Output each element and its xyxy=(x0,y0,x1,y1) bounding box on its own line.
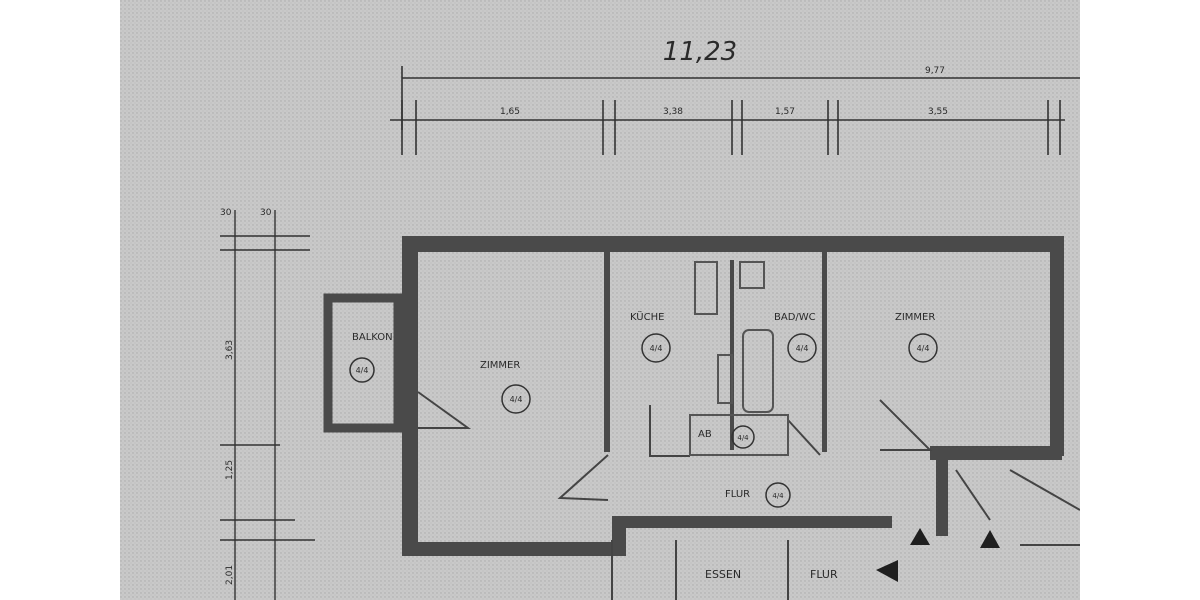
room-label-bad-wc: BAD/WC xyxy=(774,312,816,323)
overall-dimension-label: 11,23 xyxy=(663,37,737,67)
tag-zimmer-right: 4/4 xyxy=(917,344,930,353)
tag-balkon: 4/4 xyxy=(356,366,369,375)
floor-plan-drawing: 11,23 9,77 1,65 3,38 1,57 3,55 xyxy=(120,0,1080,600)
room-label-flur: FLUR xyxy=(725,489,750,500)
tag-flur: 4/4 xyxy=(772,492,784,500)
tag-kueche: 4/4 xyxy=(650,344,663,353)
left-dimension-lines xyxy=(220,210,315,600)
room-label-essen: ESSEN xyxy=(705,568,741,581)
tag-bad-wc: 4/4 xyxy=(796,344,809,353)
left-dim-3: 2,01 xyxy=(225,565,235,585)
walls xyxy=(402,236,1064,556)
entry-arrows xyxy=(876,528,1000,582)
total-width-label: 9,77 xyxy=(925,66,945,76)
left-small-b: 30 xyxy=(260,208,272,218)
room-label-zimmer-left: ZIMMER xyxy=(480,360,520,371)
tag-zimmer-left: 4/4 xyxy=(510,395,523,404)
segment-dimension-line xyxy=(390,100,1065,155)
lower-structure xyxy=(611,469,1080,600)
room-label-balkon: BALKON xyxy=(352,332,393,343)
door-swings xyxy=(417,391,991,521)
room-label-zimmer-right: ZIMMER xyxy=(895,312,935,323)
left-dim-1: 3,63 xyxy=(225,340,235,360)
segment-label-4: 3,55 xyxy=(928,107,948,117)
room-label-kueche: KÜCHE xyxy=(630,310,664,323)
left-dim-2: 1,25 xyxy=(225,460,235,480)
segment-label-1: 1,65 xyxy=(500,107,520,117)
room-label-flur-bottom: FLUR xyxy=(810,568,838,581)
room-label-abst: AB xyxy=(698,429,712,440)
balcony-outline xyxy=(323,293,403,433)
room-tags xyxy=(349,333,938,508)
left-small-a: 30 xyxy=(220,208,232,218)
tag-abst: 4/4 xyxy=(737,434,749,442)
segment-label-3: 1,57 xyxy=(775,107,795,117)
segment-label-2: 3,38 xyxy=(663,107,683,117)
floor-plan-photo: 11,23 9,77 1,65 3,38 1,57 3,55 xyxy=(120,0,1080,600)
kitchen-fixtures xyxy=(689,261,789,456)
